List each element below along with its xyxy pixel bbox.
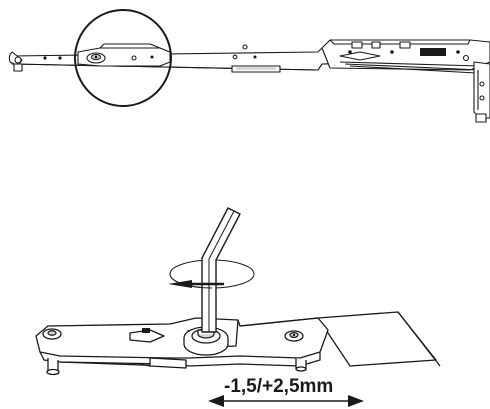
right-bracket xyxy=(473,61,490,119)
hex-key xyxy=(201,207,241,333)
magnifier-circle xyxy=(74,9,172,107)
rotation-arrowhead xyxy=(168,280,192,288)
arrowhead-left xyxy=(208,395,224,407)
arrowhead-right xyxy=(348,395,364,407)
stay-arm-overview xyxy=(8,39,490,123)
left-end-pin xyxy=(14,56,22,64)
detail-plate xyxy=(35,317,329,359)
adjuster-detail xyxy=(35,207,441,376)
dimension-arrow xyxy=(208,395,364,407)
left-end-stud xyxy=(13,63,23,72)
adjustment-range-label: -1,5/+2,5mm xyxy=(224,376,333,397)
eccentric-adjuster xyxy=(183,326,229,356)
detail-under-tab xyxy=(149,357,187,369)
